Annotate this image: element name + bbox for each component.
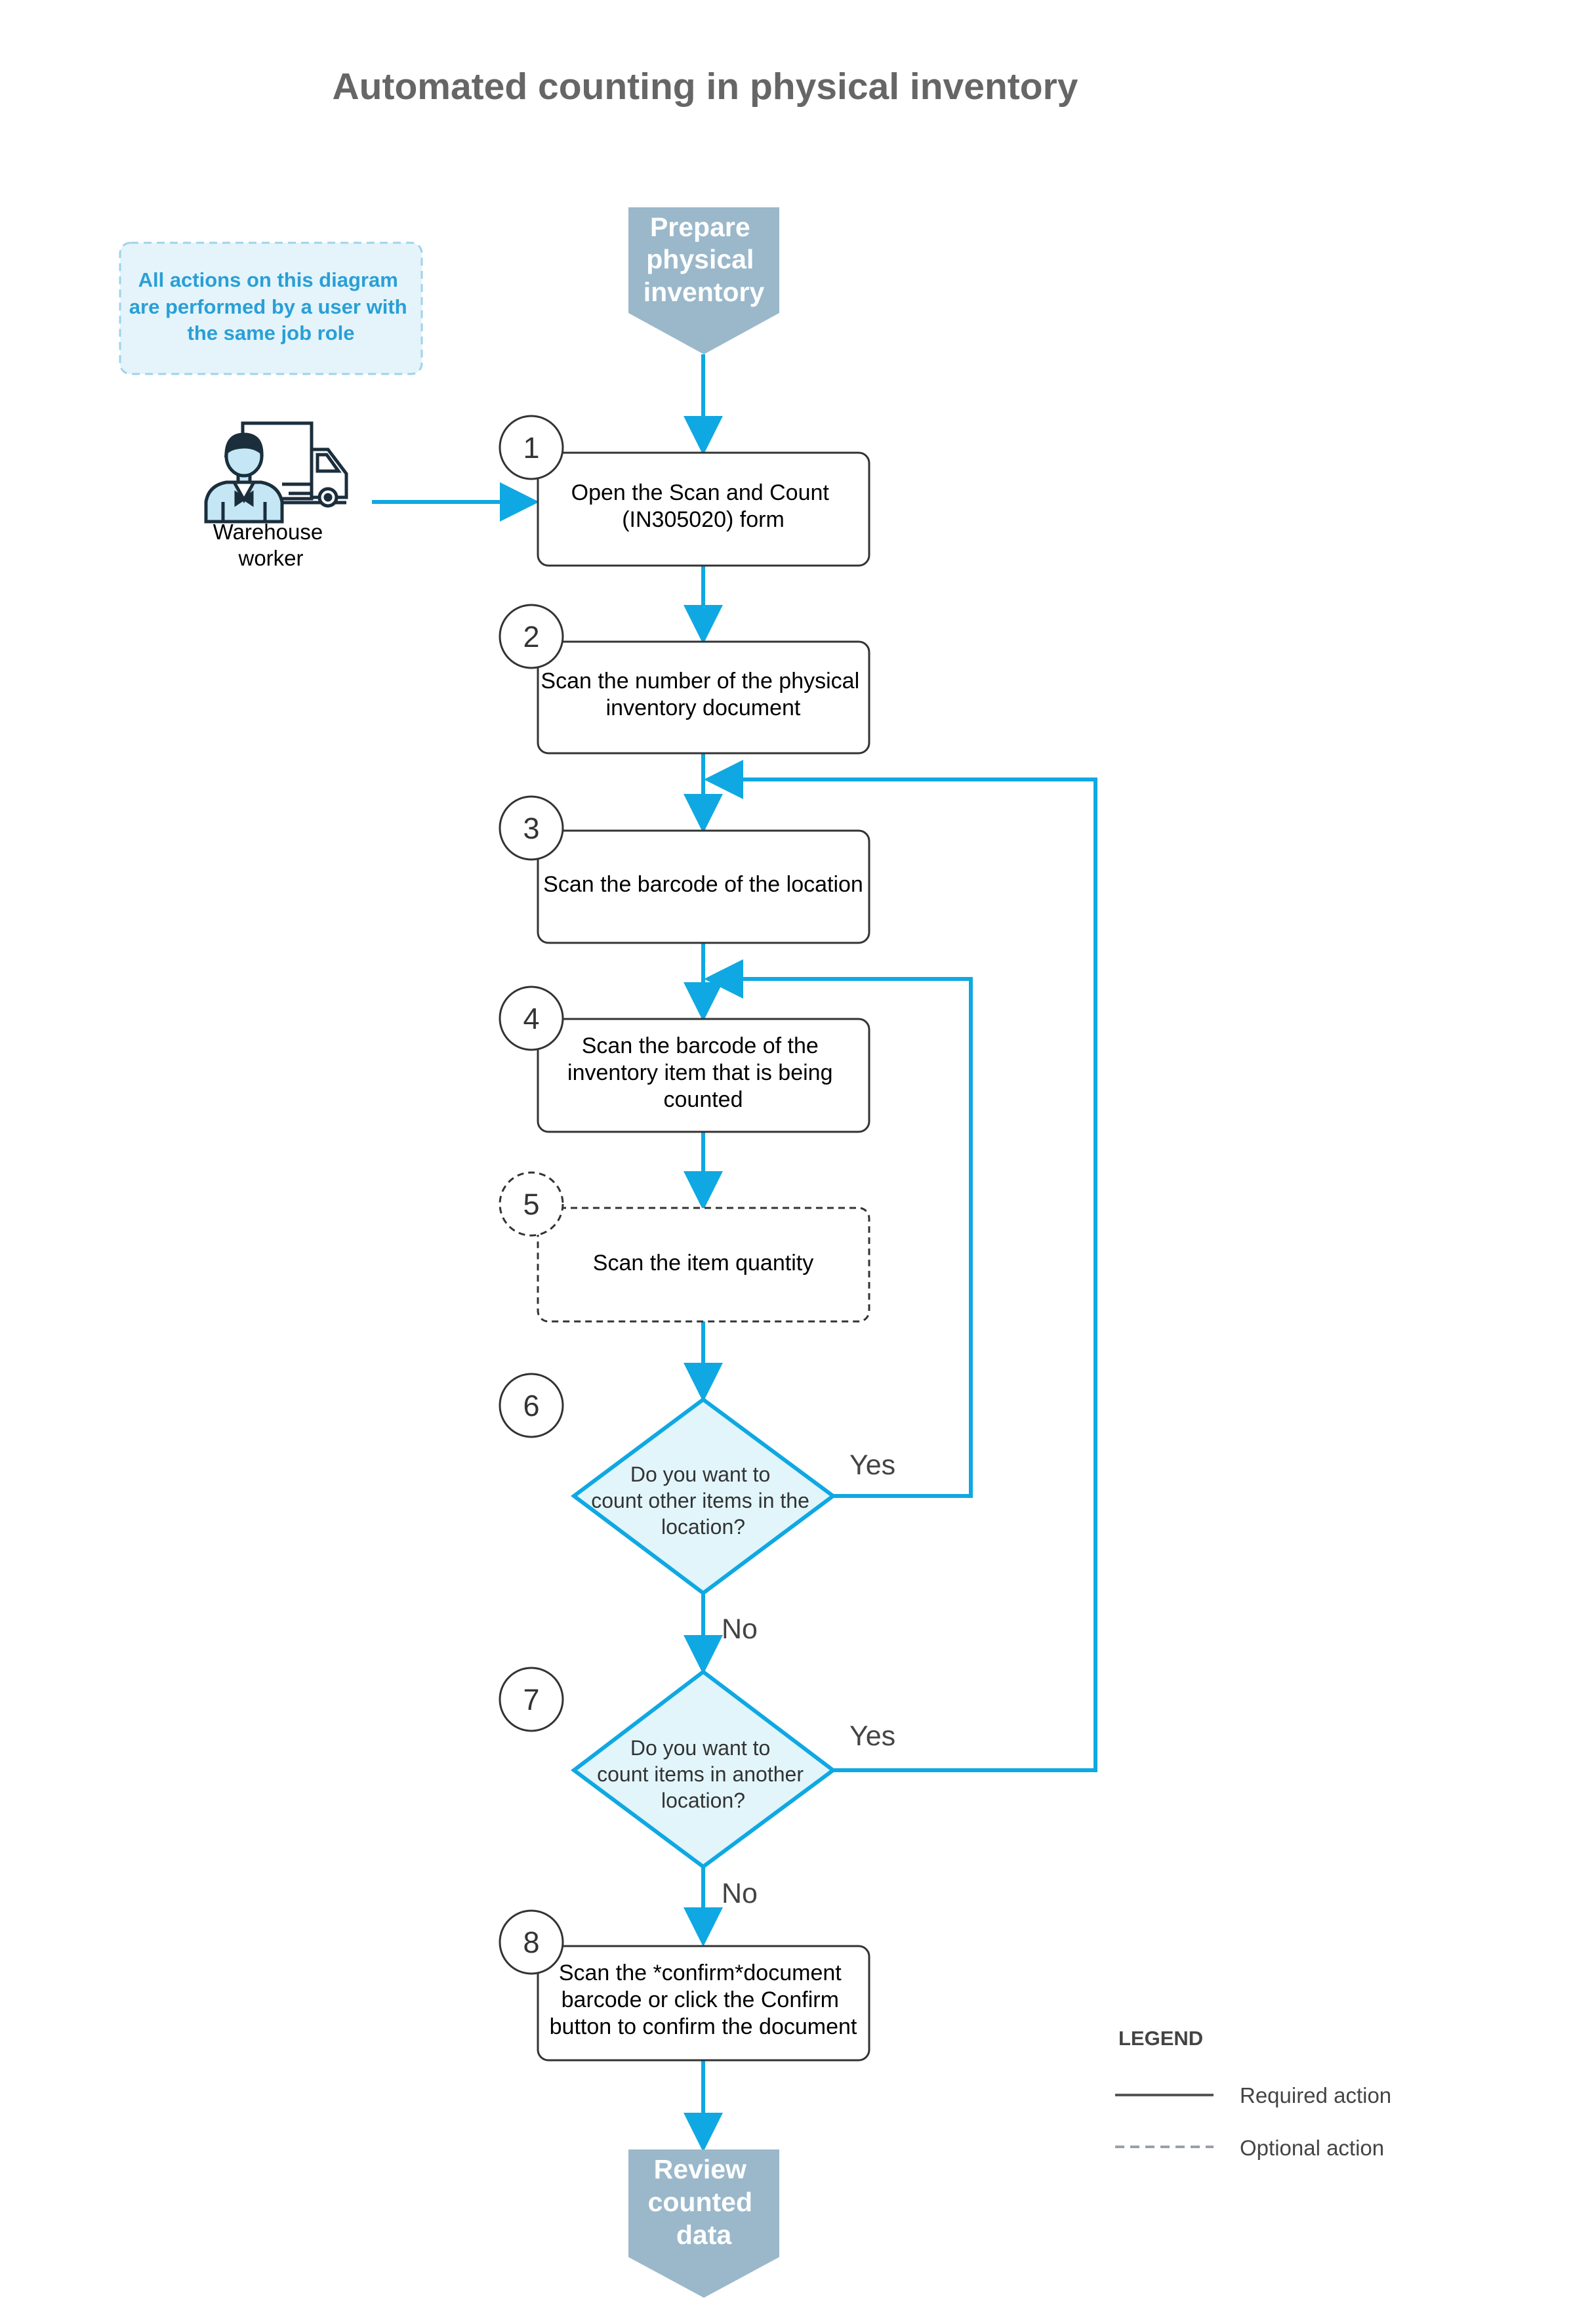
end-terminator-line: data	[676, 2220, 733, 2250]
decision-label-line: location?	[661, 1515, 745, 1539]
start-terminator-shape	[628, 207, 779, 354]
step-box	[537, 1018, 870, 1133]
step-6: 6 Do you want to count other items in th…	[499, 1373, 895, 1645]
connector-step-6-yes-loop	[704, 959, 973, 1498]
role-note-line: are performed by a user with	[129, 295, 407, 318]
step-number-badge	[499, 604, 564, 669]
step-label: Scan the barcode of the inventory item t…	[567, 1033, 839, 1112]
step-number-badge	[499, 795, 564, 861]
end-terminator-line: counted	[648, 2187, 752, 2217]
step-box	[537, 640, 870, 755]
step-number-badge	[499, 1667, 564, 1732]
role-note-line: the same job role	[188, 322, 355, 344]
step-number-badge	[499, 415, 564, 480]
actor-warehouse-worker: Warehouse worker	[204, 421, 348, 570]
end-terminator-line: Review	[654, 2154, 746, 2184]
step-number: 8	[523, 1926, 539, 1959]
decision-label-line: count items in another	[597, 1762, 804, 1786]
step-number: 1	[523, 431, 539, 465]
step-box	[537, 1945, 870, 2062]
step-number-badge	[499, 1373, 564, 1438]
step-label-line: barcode or click the Confirm	[562, 1987, 839, 2012]
step-label: Scan the *confirm*document barcode or cl…	[550, 1961, 857, 2039]
step-number: 7	[523, 1683, 539, 1716]
decision-label-line: Do you want to	[630, 1463, 770, 1486]
step-label-line: Scan the barcode of the location	[543, 872, 863, 897]
legend-optional-label: Optional action	[1240, 2136, 1384, 2160]
step-number: 3	[523, 812, 539, 845]
step-8: 8 Scan the *confirm*document barcode or …	[499, 1909, 870, 2062]
step-label-line: Scan the item quantity	[593, 1251, 813, 1276]
start-terminator-line: Prepare	[650, 212, 750, 242]
step-label: Scan the item quantity	[593, 1251, 813, 1276]
step-number: 5	[523, 1188, 539, 1221]
step-label: Scan the number of the physical inventor…	[541, 669, 865, 720]
step-label: Open the Scan and Count (IN305020) form	[571, 480, 836, 532]
step-label-line: (IN305020) form	[622, 507, 785, 532]
decision-label: Do you want to count other items in the …	[591, 1463, 815, 1539]
step-label-line: Scan the number of the physical	[541, 669, 859, 694]
diagram-title: Automated counting in physical inventory	[333, 66, 1078, 108]
actor-label-line: worker	[237, 546, 303, 570]
step-box-optional	[537, 1207, 870, 1323]
start-terminator-line: physical	[646, 244, 754, 274]
step-4: 4 Scan the barcode of the inventory item…	[499, 986, 870, 1133]
step-number-badge	[499, 1171, 564, 1237]
step-label-line: Open the Scan and Count	[571, 480, 830, 505]
actor-label-line: Warehouse	[213, 520, 323, 544]
role-note-box	[119, 241, 423, 375]
decision-label-line: Do you want to	[630, 1736, 770, 1760]
decision-diamond	[570, 1397, 837, 1596]
step-label: Scan the barcode of the location	[543, 872, 863, 897]
end-terminator: Review counted data	[628, 2149, 779, 2298]
decision-label-line: location?	[661, 1789, 745, 1812]
step-number-badge	[499, 986, 564, 1051]
connector-step-7-yes-loop	[704, 760, 1097, 1772]
legend: LEGEND Required action Optional action	[1115, 2027, 1391, 2160]
branch-no-label: No	[722, 1878, 758, 1909]
start-terminator-label: Prepare physical inventory	[644, 212, 765, 307]
step-box	[537, 829, 870, 944]
decision-label-line: count other items in the	[591, 1489, 809, 1512]
step-number: 4	[523, 1002, 539, 1035]
warehouse-worker-icon	[204, 421, 348, 524]
step-label-line: Scan the *confirm*document	[559, 1961, 842, 1985]
connectors	[372, 354, 1097, 2152]
step-label-line: button to confirm the document	[550, 2014, 857, 2039]
actor-label: Warehouse worker	[213, 520, 329, 570]
start-terminator-line: inventory	[644, 277, 765, 307]
decision-label: Do you want to count items in another lo…	[597, 1736, 809, 1812]
role-note-text: All actions on this diagram are performe…	[129, 268, 413, 344]
step-label-line: inventory item that is being	[567, 1060, 832, 1085]
step-label-line: inventory document	[606, 695, 801, 720]
step-5: 5 Scan the item quantity	[499, 1171, 870, 1323]
step-box	[537, 451, 870, 567]
role-note: All actions on this diagram are performe…	[119, 241, 423, 375]
start-terminator: Prepare physical inventory	[628, 207, 779, 354]
legend-required-label: Required action	[1240, 2083, 1391, 2107]
decision-diamond	[571, 1669, 837, 1869]
step-number: 2	[523, 620, 539, 654]
step-number-badge	[499, 1909, 564, 1975]
step-7: 7 Do you want to count items in another …	[499, 1667, 895, 1909]
step-1: 1 Open the Scan and Count (IN305020) for…	[499, 415, 870, 567]
role-note-line: All actions on this diagram	[138, 268, 398, 291]
step-2: 2 Scan the number of the physical invent…	[499, 604, 870, 755]
branch-no-label: No	[722, 1613, 758, 1645]
branch-yes-label: Yes	[849, 1720, 895, 1752]
end-terminator-label: Review counted data	[648, 2154, 760, 2250]
branch-yes-label: Yes	[849, 1449, 895, 1481]
step-label-line: Scan the barcode of the	[582, 1033, 819, 1058]
end-terminator-shape	[628, 2149, 779, 2298]
step-number: 6	[523, 1389, 539, 1422]
legend-title: LEGEND	[1118, 2027, 1203, 2050]
step-label-line: counted	[664, 1087, 743, 1112]
step-3: 3 Scan the barcode of the location	[499, 795, 870, 944]
